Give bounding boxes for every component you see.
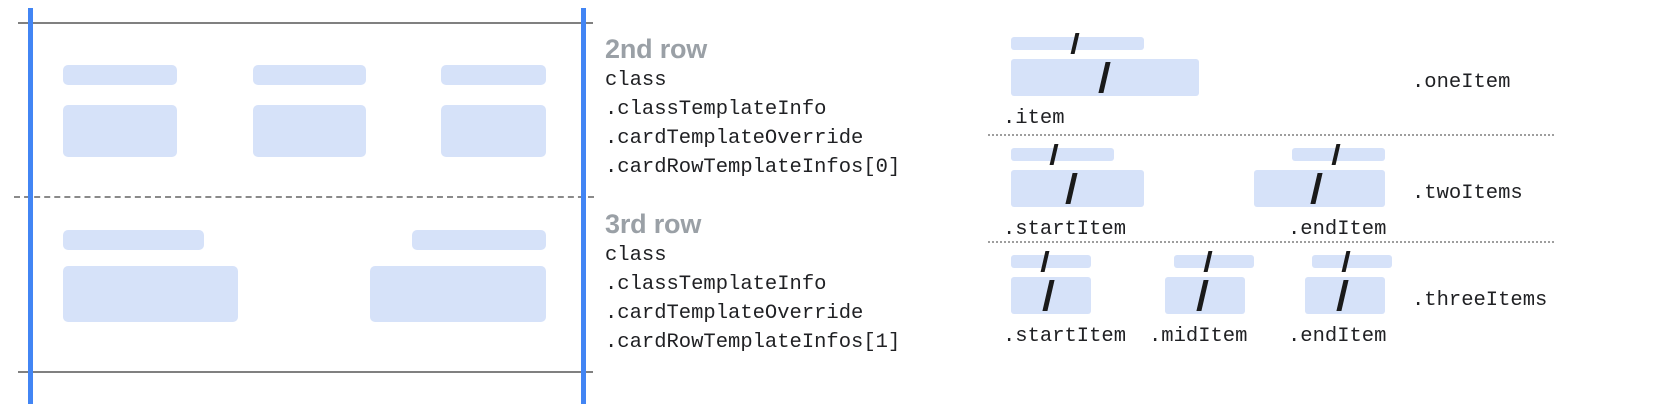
item-label: .endItem: [1288, 218, 1387, 241]
variant-divider-2: [988, 241, 1554, 243]
variant-label: .threeItems: [1412, 289, 1548, 312]
row-3-annotation: 3rd row class .classTemplateInfo .cardTe…: [605, 207, 900, 357]
item-title-bar: [1292, 148, 1385, 161]
row-3-code-line: class: [605, 244, 667, 267]
card-end-margin-guide: [581, 8, 586, 404]
variant-label: .twoItems: [1412, 182, 1523, 205]
cell-body-bar: [441, 105, 546, 157]
row-2-code-line: class: [605, 69, 667, 92]
item-title-bar: [1011, 148, 1114, 161]
item-title-bar: [1011, 37, 1144, 50]
row-3-title: 3rd row: [605, 209, 702, 239]
card-top-rule: [18, 22, 593, 24]
cell-label-bar: [441, 65, 546, 85]
row-2-code-line: .cardRowTemplateInfos[0]: [605, 156, 901, 179]
row-3-code-line: .cardRowTemplateInfos[1]: [605, 331, 901, 354]
row-3-code-line: .classTemplateInfo: [605, 273, 827, 296]
cell-body-bar: [370, 266, 546, 322]
card-preview-panel: [0, 0, 600, 412]
cell-body-bar: [63, 105, 177, 157]
card-row-divider: [14, 196, 594, 198]
item-label: .midItem: [1149, 325, 1248, 348]
variant-divider-1: [988, 134, 1554, 136]
item-title-bar: [1011, 255, 1091, 268]
cell-label-bar: [63, 65, 177, 85]
row-2-title: 2nd row: [605, 34, 708, 64]
item-label: .item: [1003, 107, 1065, 130]
card-start-margin-guide: [28, 8, 33, 404]
variant-label: .oneItem: [1412, 71, 1511, 94]
row-3-code-line: .cardTemplateOverride: [605, 302, 864, 325]
card-bottom-rule: [18, 371, 593, 373]
item-label: .startItem: [1003, 325, 1127, 348]
row-2-code-line: .classTemplateInfo: [605, 98, 827, 121]
row-2-annotation: 2nd row class .classTemplateInfo .cardTe…: [605, 32, 900, 182]
cell-body-bar: [63, 266, 238, 322]
item-label: .startItem: [1003, 218, 1127, 241]
cell-body-bar: [253, 105, 366, 157]
cell-label-bar: [412, 230, 546, 250]
cell-label-bar: [253, 65, 366, 85]
cell-label-bar: [63, 230, 204, 250]
item-body-bar: [1011, 170, 1144, 207]
row-2-code-line: .cardTemplateOverride: [605, 127, 864, 150]
item-label: .endItem: [1288, 325, 1387, 348]
item-title-bar: [1174, 255, 1254, 268]
item-title-bar: [1312, 255, 1392, 268]
